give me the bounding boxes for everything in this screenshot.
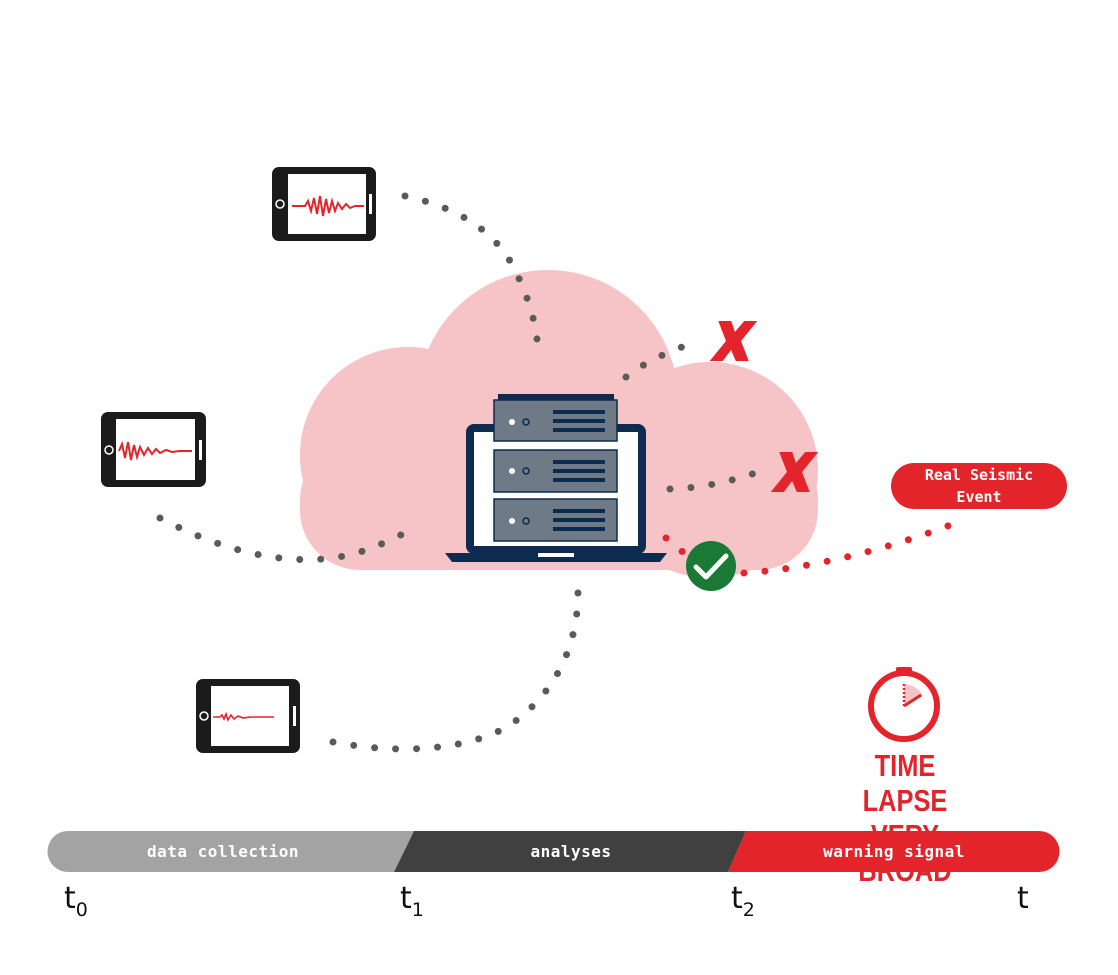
reject-x-icon	[709, 321, 758, 361]
time-lapse-line2: VERY BROAD	[858, 818, 952, 888]
segment-label-warning-signal: warning signal	[823, 842, 965, 861]
segment-data-collection	[47, 831, 414, 872]
callout-line2: Event	[956, 488, 1002, 506]
segment-analyses	[394, 831, 746, 872]
tablet-icon	[272, 167, 376, 241]
tablet-icon	[101, 412, 206, 487]
segment-warning-signal	[728, 831, 1060, 872]
server-unit	[493, 449, 618, 493]
server-laptop-icon	[445, 394, 667, 562]
segment-label-data-collection: data collection	[147, 842, 299, 861]
reject-x-icon	[770, 452, 819, 492]
check-icon	[686, 541, 736, 591]
timeline-bar	[47, 831, 1060, 872]
time-lapse-line1: TIME LAPSE	[862, 748, 948, 818]
tick-label-t: t	[1017, 881, 1029, 916]
stopwatch-icon	[868, 667, 940, 742]
path-tablet-bottom	[329, 588, 582, 753]
callout-line1: Real Seismic	[924, 466, 1034, 484]
event-path	[662, 518, 962, 577]
path-reject-1	[622, 340, 694, 381]
connection-paths	[156, 192, 762, 753]
tick-label-t1: t1	[400, 881, 424, 921]
real-seismic-event-callout: Real Seismic Event	[891, 463, 1067, 509]
path-tablet-left	[156, 514, 422, 564]
server-unit	[493, 399, 618, 442]
tick-label-t2: t2	[731, 881, 755, 921]
path-reject-2	[666, 468, 762, 493]
time-lapse-label: TIME LAPSE VERY BROAD	[835, 748, 974, 888]
segment-label-analyses: analyses	[530, 842, 612, 861]
tablet-icon	[196, 679, 300, 753]
tick-label-t0: t0	[64, 881, 88, 921]
server-unit	[493, 498, 618, 542]
